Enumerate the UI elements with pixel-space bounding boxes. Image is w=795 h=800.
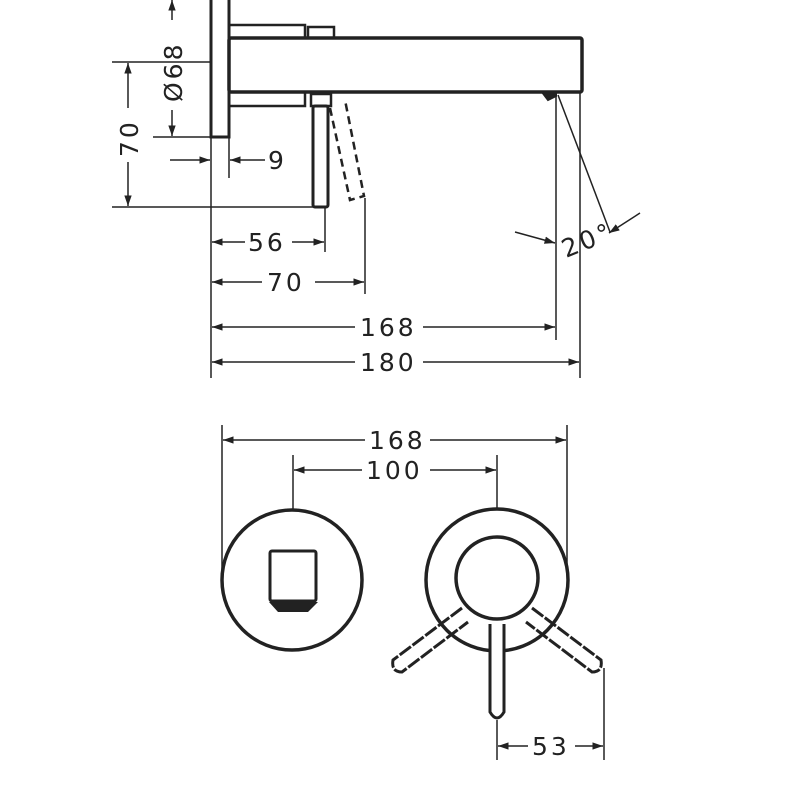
upper-cap	[306, 25, 336, 40]
dim-plate-label: 9	[268, 146, 287, 175]
lever-stem	[311, 104, 330, 209]
dim-100-label: 100	[366, 456, 423, 485]
cartridge	[309, 92, 333, 108]
upper-collar	[227, 23, 307, 40]
aerator	[541, 91, 557, 102]
spout-rosette	[220, 508, 364, 652]
wall-plate	[209, 0, 231, 139]
spout	[227, 36, 584, 94]
dim-angle-arrow-left	[514, 231, 556, 244]
dim-70-label: 70	[267, 268, 305, 297]
dim-53-label: 53	[532, 732, 570, 761]
side-view: Ø68 70 9 56 70 168 180 20°	[112, 0, 641, 378]
dim-angle-arrow-right	[608, 212, 641, 234]
dim-angle-label: 20°	[557, 217, 617, 264]
spout-aerator	[269, 602, 318, 612]
dim-168-label: 168	[360, 313, 417, 342]
lever-right-position	[525, 606, 603, 674]
spout-outlet	[268, 549, 318, 603]
lever-center	[488, 624, 506, 720]
front-view: 168 100 53	[220, 425, 605, 761]
front-extension-lines	[221, 425, 605, 760]
dim-56-label: 56	[248, 228, 286, 257]
extension-lines	[112, 61, 581, 378]
lever-alt-position	[328, 99, 366, 202]
lower-collar	[227, 90, 307, 108]
dim-diameter-label: Ø68	[159, 42, 188, 103]
angle-line	[557, 94, 611, 233]
dim-180-label: 180	[360, 348, 417, 377]
lever-left-position	[391, 606, 469, 674]
dim-height-label: 70	[115, 119, 144, 157]
dim-front-168-label: 168	[369, 426, 426, 455]
mixer-hub	[454, 535, 540, 621]
